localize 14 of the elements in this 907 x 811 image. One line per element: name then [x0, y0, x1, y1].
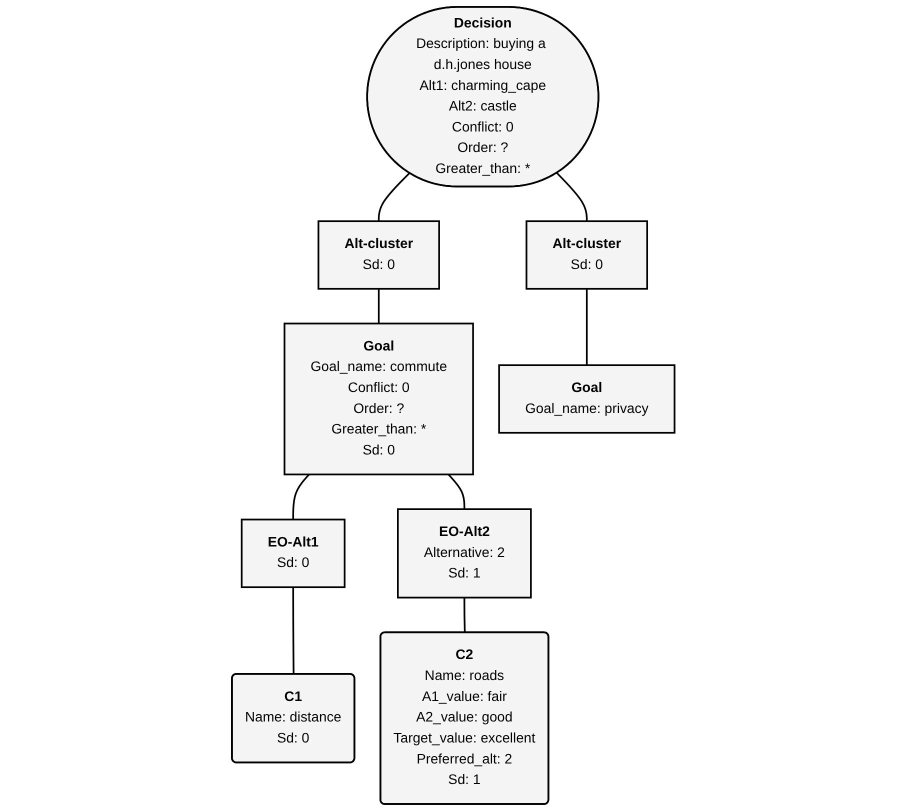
node-box: Alt-cluster Sd: 0: [526, 220, 648, 290]
node-box: Alt-cluster Sd: 0: [318, 220, 440, 290]
connector: [378, 288, 380, 324]
connector: [292, 587, 295, 674]
node-box: EO-Alt2 Alternative: 2 Sd: 1: [397, 508, 532, 598]
connector: [556, 172, 588, 222]
connector: [448, 474, 466, 510]
node-box: Goal Goal_name: privacy: [498, 364, 676, 434]
connector: [292, 474, 310, 520]
connector: [378, 172, 410, 222]
node-box: EO-Alt1 Sd: 0: [241, 518, 346, 588]
node-box: Goal Goal_name: commute Conflict: 0 Order: ? Greater_than: * Sd: 0: [284, 322, 474, 476]
connector: [586, 288, 588, 366]
connector: [464, 598, 466, 633]
